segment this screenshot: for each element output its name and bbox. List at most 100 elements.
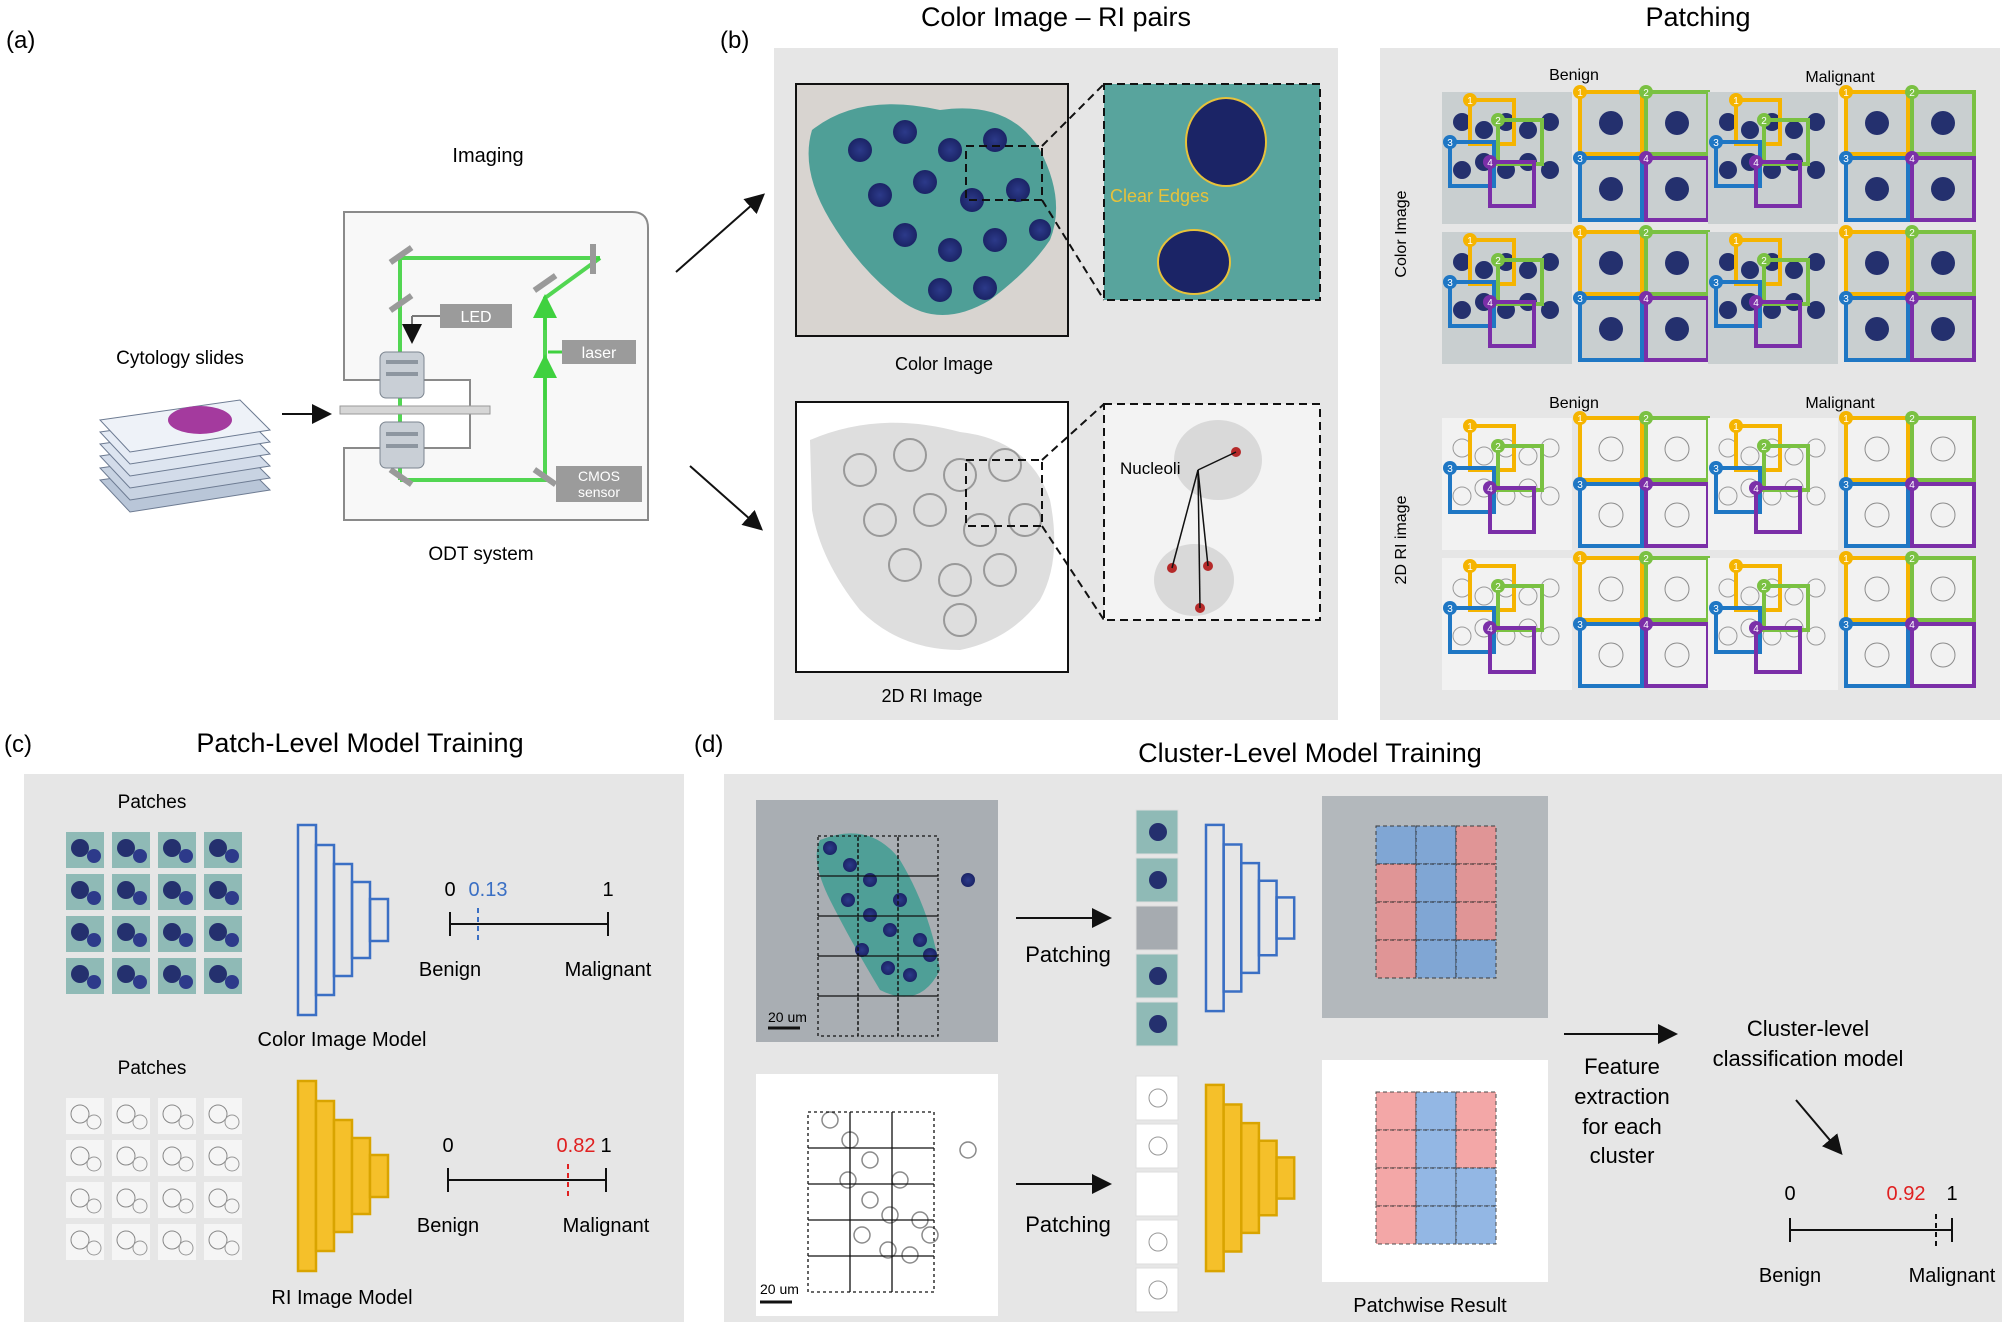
patch-number: 1 <box>1733 96 1739 107</box>
patch-number-badge <box>1839 411 1853 425</box>
patch-number: 1 <box>1577 88 1583 99</box>
benign-tile <box>1415 939 1457 979</box>
patch-number: 1 <box>1577 228 1583 239</box>
patch-cell <box>117 881 135 899</box>
extracted-patch <box>1644 556 1710 622</box>
d-patching-color: Patching <box>1025 942 1111 967</box>
d-color-nuclei <box>823 841 975 982</box>
patch-cell <box>87 891 101 905</box>
patch-cell <box>133 849 147 863</box>
ri-benign: Benign <box>417 1215 479 1237</box>
extracted-patch <box>1644 416 1710 482</box>
benign-tile <box>1455 1167 1497 1207</box>
color-nuclei <box>848 120 1051 302</box>
patch-cell <box>70 1146 90 1166</box>
patch-number-badge <box>1709 135 1723 149</box>
strip-patch <box>1135 1219 1179 1265</box>
patch-cell <box>224 1240 240 1256</box>
cluster-nucleus <box>863 908 877 922</box>
patch-number: 3 <box>1713 464 1719 475</box>
benign-tile <box>1415 825 1457 865</box>
color-scale-high: 1 <box>602 879 613 901</box>
patch-benign-ri: Benign <box>1549 395 1599 412</box>
patch-cell <box>1785 261 1803 279</box>
cluster-cell <box>853 1226 871 1244</box>
strip-cell <box>1148 1232 1168 1252</box>
feature-line-4: cluster <box>1590 1143 1655 1168</box>
strip-patch <box>1135 1075 1179 1121</box>
patch-cell <box>162 1104 182 1124</box>
patch-cell <box>132 1114 148 1130</box>
cluster-scale-high: 1 <box>1946 1183 1957 1205</box>
patch-cell <box>208 1188 228 1208</box>
patch-cell <box>1931 177 1955 201</box>
patch-number: 4 <box>1487 484 1493 495</box>
cmos-box <box>556 466 642 502</box>
patch-cell <box>1865 317 1889 341</box>
patch-cell <box>1475 121 1493 139</box>
patch-number: 1 <box>1467 422 1473 433</box>
d-patch-grid-ri <box>807 1111 935 1293</box>
extracted-patch <box>1844 482 1910 548</box>
benign-tile <box>1415 1129 1457 1169</box>
patch-number-badge <box>1839 617 1853 631</box>
patch-number-badge <box>1757 253 1771 267</box>
patch-cell <box>1931 111 1955 135</box>
patch-number: 2 <box>1909 554 1915 565</box>
cluster-scale-low: 0 <box>1784 1183 1795 1205</box>
patch-cell <box>1541 161 1559 179</box>
panel-c-label: (c) <box>4 731 32 758</box>
patch-cell <box>1665 251 1689 275</box>
patch-cell <box>1664 502 1690 528</box>
patch-cell <box>1864 576 1890 602</box>
patch-cell <box>87 933 101 947</box>
patch-cell <box>163 923 181 941</box>
patch-cell <box>1452 626 1472 646</box>
patch-number: 4 <box>1753 158 1759 169</box>
benign-tile <box>1415 1205 1457 1245</box>
patch-number: 4 <box>1643 154 1649 165</box>
patch-cell <box>224 1198 240 1214</box>
ri-model-network <box>296 1079 390 1273</box>
patch-number-badge <box>1573 291 1587 305</box>
cmos-label-1: CMOS <box>578 468 620 484</box>
patch-cell <box>1864 502 1890 528</box>
patch-number-badge <box>1483 155 1497 169</box>
d-result-ri-tiles <box>1375 1091 1497 1245</box>
strip-cell <box>1149 1015 1167 1033</box>
cluster-cell <box>879 1241 897 1259</box>
malignant-tile <box>1455 901 1497 941</box>
panel-a-label: (a) <box>6 27 35 54</box>
patch-number-badge <box>1573 551 1587 565</box>
patch-number: 1 <box>1577 554 1583 565</box>
cluster-cell <box>959 1141 977 1159</box>
patch-selection-box <box>1754 486 1802 534</box>
patch-cell <box>1664 436 1690 462</box>
cluster-nucleus <box>843 858 857 872</box>
patch-cell <box>1865 111 1889 135</box>
panel-b: (b) Color Image – RI pairs Color Image C… <box>720 2 1338 720</box>
extracted-patch <box>1910 556 1976 622</box>
patch-cell <box>1665 111 1689 135</box>
grid-cell <box>891 1255 935 1293</box>
ri-score-scale: 0 0.82 1 Benign Malignant <box>417 1135 650 1237</box>
patch-number-badge <box>1729 419 1743 433</box>
patch-cell <box>1807 113 1825 131</box>
patch-number-badge <box>1839 291 1853 305</box>
led-label: LED <box>460 309 491 326</box>
benign-tile <box>1375 825 1417 865</box>
patch-number-badge <box>1749 621 1763 635</box>
ri-malignant: Malignant <box>563 1215 650 1237</box>
ri-score: 0.82 <box>557 1135 596 1157</box>
patch-cell <box>1599 317 1623 341</box>
patch-number: 3 <box>1577 294 1583 305</box>
benign-tile <box>1415 901 1457 941</box>
cluster-cell <box>861 1191 879 1209</box>
patch-cell <box>178 1156 194 1172</box>
patch-number-badge <box>1443 275 1457 289</box>
patch-number-badge <box>1709 461 1723 475</box>
patch-cell <box>1740 586 1760 606</box>
patch-number: 3 <box>1843 620 1849 631</box>
patch-cell <box>1806 626 1826 646</box>
color-cluster <box>808 104 1057 315</box>
